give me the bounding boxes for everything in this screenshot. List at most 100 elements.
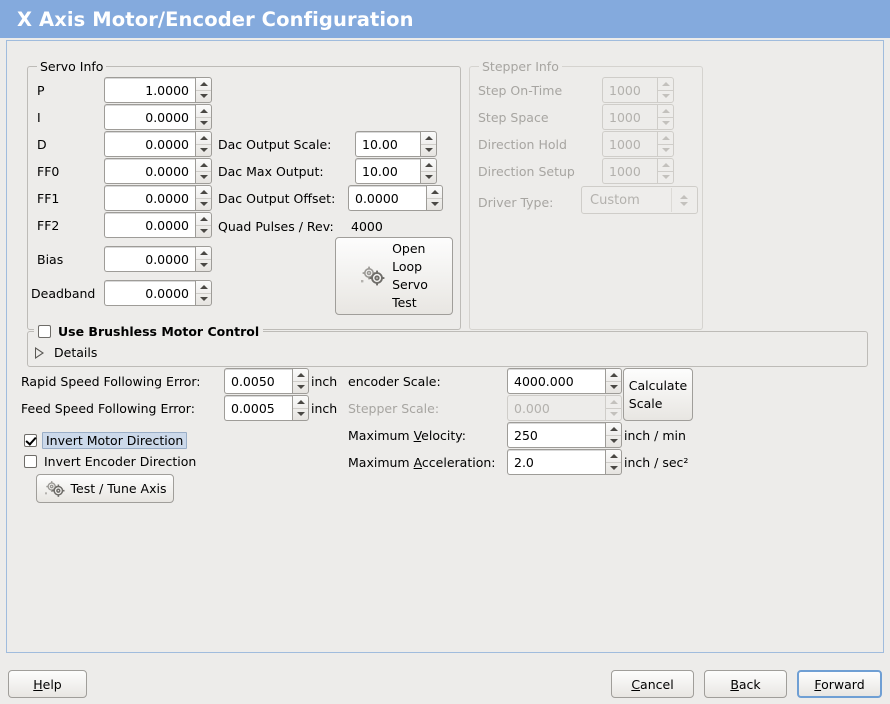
spin-buttons[interactable] (195, 185, 212, 211)
invert-encoder-direction-checkbox[interactable]: Invert Encoder Direction (24, 454, 196, 469)
details-expander[interactable]: Details (35, 345, 97, 360)
servo-value-i[interactable]: 0.0000 (104, 104, 195, 130)
servo-spin-bias[interactable]: 0.0000 (104, 246, 212, 272)
spin-up-icon[interactable] (196, 105, 211, 118)
spin-buttons[interactable] (420, 131, 437, 157)
checkbox-box[interactable] (24, 455, 37, 468)
spin-down-icon[interactable] (606, 382, 621, 394)
spin-buttons (605, 395, 622, 421)
encoder-scale-spin[interactable]: 4000.000 (507, 368, 622, 394)
calculate-scale-button[interactable]: Calculate Scale (623, 368, 693, 421)
spin-buttons[interactable] (292, 395, 309, 421)
servo-spin-i[interactable]: 0.0000 (104, 104, 212, 130)
spin-buttons[interactable] (605, 368, 622, 394)
servo-spin-ff1[interactable]: 0.0000 (104, 185, 212, 211)
maximum-velocity-value[interactable]: 250 (507, 422, 605, 448)
spin-down-icon[interactable] (606, 436, 621, 448)
spin-buttons[interactable] (292, 368, 309, 394)
spin-up-icon[interactable] (196, 247, 211, 260)
spin-buttons[interactable] (195, 77, 212, 103)
spin-down-icon[interactable] (421, 145, 436, 157)
feed-speed-following-error-spin[interactable]: 0.0005 (224, 395, 309, 421)
maximum-velocity-spin[interactable]: 250 (507, 422, 622, 448)
spin-down-icon[interactable] (293, 409, 308, 421)
maximum-acceleration-value[interactable]: 2.0 (507, 449, 605, 475)
test-tune-axis-button[interactable]: Test / Tune Axis (36, 474, 174, 503)
encoder-scale-value[interactable]: 4000.000 (507, 368, 605, 394)
spin-down-icon[interactable] (196, 226, 211, 238)
spin-buttons[interactable] (195, 158, 212, 184)
dac-output-scale-value[interactable]: 10.00 (355, 131, 420, 157)
spin-up-icon[interactable] (421, 159, 436, 172)
spin-buttons[interactable] (420, 158, 437, 184)
servo-value-ff1[interactable]: 0.0000 (104, 185, 195, 211)
servo-spin-ff2[interactable]: 0.0000 (104, 212, 212, 238)
dac-output-offset-spin[interactable]: 0.0000 (348, 185, 443, 211)
spin-down-icon[interactable] (196, 294, 211, 306)
spin-down-icon[interactable] (196, 172, 211, 184)
cancel-button[interactable]: Cancel (611, 670, 694, 698)
spin-up-icon[interactable] (196, 281, 211, 294)
open-loop-servo-test-button[interactable]: Open Loop Servo Test (335, 237, 453, 315)
gears-icon (361, 266, 385, 286)
invert-motor-direction-checkbox[interactable]: Invert Motor Direction (24, 432, 188, 449)
spin-down-icon[interactable] (196, 260, 211, 272)
spin-down-icon[interactable] (606, 463, 621, 475)
checkbox-box[interactable] (38, 325, 51, 338)
spin-up-icon[interactable] (606, 369, 621, 382)
spin-up-icon[interactable] (196, 159, 211, 172)
spin-buttons[interactable] (605, 422, 622, 448)
spin-up-icon[interactable] (293, 369, 308, 382)
servo-spin-d[interactable]: 0.0000 (104, 131, 212, 157)
servo-spin-deadband[interactable]: 0.0000 (104, 280, 212, 306)
open-loop-servo-test-label: Open Loop Servo Test (392, 240, 428, 312)
rapid-speed-following-error-spin[interactable]: 0.0050 (224, 368, 309, 394)
rapid-speed-following-error-value[interactable]: 0.0050 (224, 368, 292, 394)
servo-value-ff2[interactable]: 0.0000 (104, 212, 195, 238)
spin-down-icon[interactable] (427, 199, 442, 211)
spin-down-icon[interactable] (196, 145, 211, 157)
dac-max-output-value[interactable]: 10.00 (355, 158, 420, 184)
stepper-scale-spin: 0.000 (507, 395, 622, 421)
back-button[interactable]: Back (704, 670, 787, 698)
spin-down-icon[interactable] (421, 172, 436, 184)
spin-down-icon[interactable] (196, 199, 211, 211)
servo-value-d[interactable]: 0.0000 (104, 131, 195, 157)
use-brushless-motor-control-checkbox[interactable]: Use Brushless Motor Control (34, 324, 264, 339)
feed-speed-following-error-value[interactable]: 0.0005 (224, 395, 292, 421)
servo-value-ff0[interactable]: 0.0000 (104, 158, 195, 184)
spin-up-icon[interactable] (293, 396, 308, 409)
spin-up-icon[interactable] (421, 132, 436, 145)
help-button[interactable]: Help (8, 670, 87, 698)
spin-buttons[interactable] (195, 131, 212, 157)
dac-output-offset-value[interactable]: 0.0000 (348, 185, 426, 211)
dac-max-output-spin[interactable]: 10.00 (355, 158, 437, 184)
servo-value-p[interactable]: 1.0000 (104, 77, 195, 103)
checkbox-box[interactable] (24, 434, 37, 447)
spin-up-icon[interactable] (427, 186, 442, 199)
spin-buttons[interactable] (195, 212, 212, 238)
maximum-acceleration-spin[interactable]: 2.0 (507, 449, 622, 475)
spin-buttons[interactable] (195, 104, 212, 130)
servo-value-bias[interactable]: 0.0000 (104, 246, 195, 272)
spin-buttons[interactable] (195, 246, 212, 272)
spin-up-icon[interactable] (196, 213, 211, 226)
spin-buttons[interactable] (605, 449, 622, 475)
dac-output-scale-spin[interactable]: 10.00 (355, 131, 437, 157)
spin-buttons[interactable] (195, 280, 212, 306)
spin-up-icon[interactable] (196, 78, 211, 91)
forward-button[interactable]: Forward (797, 670, 882, 698)
spin-buttons[interactable] (426, 185, 443, 211)
spin-up-icon[interactable] (196, 132, 211, 145)
servo-spin-ff0[interactable]: 0.0000 (104, 158, 212, 184)
spin-up-icon[interactable] (606, 450, 621, 463)
spin-down-icon[interactable] (293, 382, 308, 394)
servo-value-deadband[interactable]: 0.0000 (104, 280, 195, 306)
spin-down-icon[interactable] (196, 118, 211, 130)
spin-up-icon[interactable] (606, 423, 621, 436)
spin-up-icon[interactable] (196, 186, 211, 199)
servo-spin-p[interactable]: 1.0000 (104, 77, 212, 103)
servo-info-legend: Servo Info (37, 59, 107, 74)
spin-down-icon[interactable] (196, 91, 211, 103)
chevron-right-icon[interactable] (35, 346, 44, 359)
